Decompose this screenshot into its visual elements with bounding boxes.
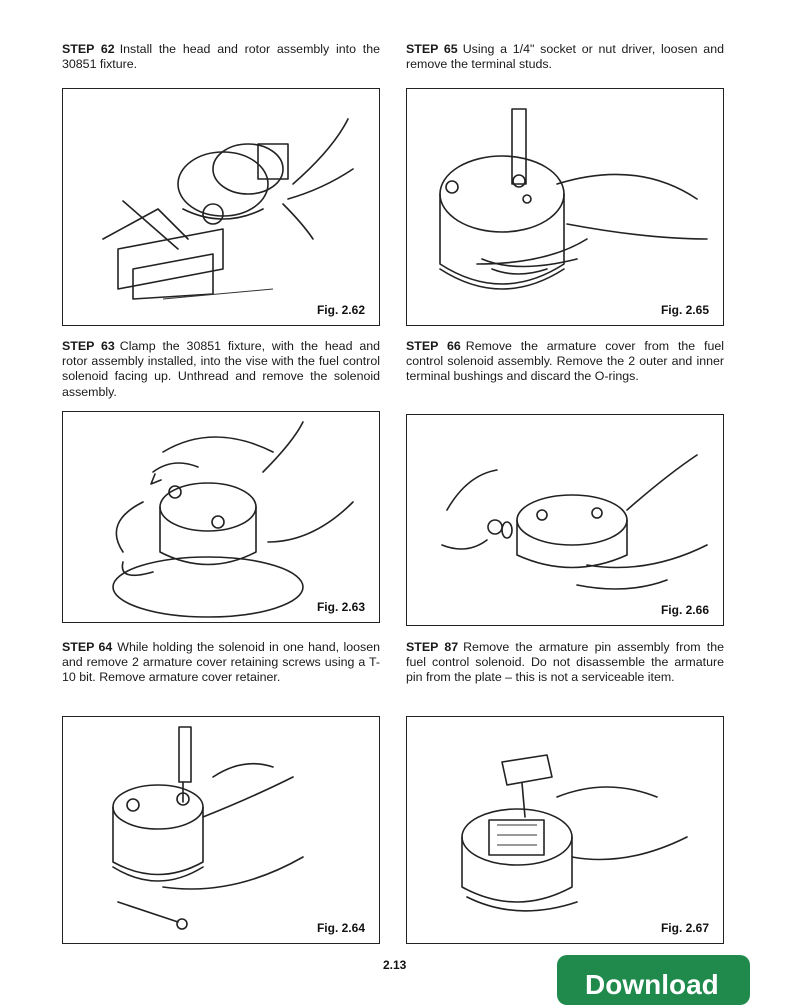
page-number: 2.13 [383,958,407,972]
step-instructions: Clamp the 30851 fixture, with the head a… [62,339,380,399]
step-instructions: Install the head and rotor assembly into… [62,42,380,72]
figure-caption: Fig. 2.64 [316,921,365,935]
step-label: STEP 66 [406,339,461,353]
socket-illustration [439,108,708,290]
figure-2-62: Fig. 2.62 [62,88,380,326]
solenoid-unthread-illustration [112,421,354,618]
figure-2-66: Fig. 2.66 [406,414,724,626]
figure-caption: Fig. 2.66 [660,603,709,617]
cover-screws-illustration [112,726,304,930]
step-label: STEP 87 [406,640,459,654]
step-instructions: While holding the solenoid in one hand, … [62,640,380,685]
figure-2-65: Fig. 2.65 [406,88,724,326]
fixture-illustration [102,118,354,300]
figure-2-67: Fig. 2.67 [406,716,724,944]
figure-caption: Fig. 2.65 [660,303,709,317]
step-label: STEP 63 [62,339,115,353]
step-instructions: Remove the armature cover from the fuel … [406,339,724,384]
step-label: STEP 64 [62,640,113,654]
figure-caption: Fig. 2.62 [316,303,365,317]
armature-cover-illustration [441,454,708,590]
step-label: STEP 62 [62,42,115,56]
figure-2-63: Fig. 2.63 [62,411,380,623]
figure-caption: Fig. 2.63 [316,600,365,614]
step-instructions: Using a 1/4" socket or nut driver, loose… [406,42,724,72]
step-label: STEP 65 [406,42,458,56]
armature-pin-illustration [461,754,688,912]
download-button[interactable]: Download [557,955,750,1005]
figure-2-64: Fig. 2.64 [62,716,380,944]
step-instructions: Remove the armature pin assembly from th… [406,640,724,685]
figure-caption: Fig. 2.67 [660,921,709,935]
